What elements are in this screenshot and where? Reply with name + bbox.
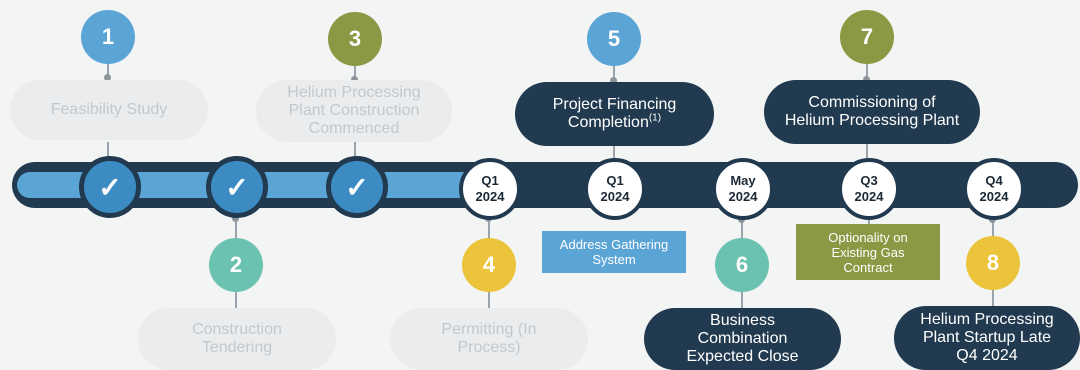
connector-line (613, 62, 615, 82)
date-node-8: Q4 2024 (963, 158, 1025, 220)
date-node-period: Q3 (860, 173, 878, 188)
date-node-period: Q1 (606, 173, 624, 188)
note-box-5: Address Gathering System (542, 231, 686, 273)
date-node-year: 2024 (854, 189, 884, 204)
step-number-8: 8 (966, 236, 1020, 290)
connector-dot (863, 76, 870, 83)
connector-line (613, 146, 615, 164)
date-node-period: Q4 (985, 173, 1003, 188)
connector-line (354, 142, 356, 164)
connector-dot (610, 77, 617, 84)
date-node-period: Q1 (481, 173, 499, 188)
date-node-period: May (730, 173, 756, 188)
milestone-label-7: Commissioning of Helium Processing Plant (764, 80, 980, 144)
milestone-label-3: Helium Processing Plant Construction Com… (256, 80, 452, 142)
footnote-marker: (1) (648, 112, 662, 124)
date-node-year: 2024 (728, 189, 758, 204)
date-node-6: May 2024 (712, 158, 774, 220)
check-icon: ✓ (79, 156, 141, 218)
connector-dot (351, 76, 358, 83)
step-number-7: 7 (840, 10, 894, 64)
milestone-label-6: Business Combination Expected Close (644, 308, 841, 370)
date-node-5: Q1 2024 (584, 158, 646, 220)
connector-line (741, 290, 743, 310)
connector-line (354, 62, 356, 80)
connector-line (866, 62, 868, 80)
connector-line (107, 62, 109, 78)
date-node-4: Q1 2024 (459, 158, 521, 220)
milestone-label-4: Permitting (In Process) (390, 308, 588, 370)
check-icon: ✓ (326, 156, 388, 218)
step-number-1: 1 (81, 10, 135, 64)
milestone-label-5-text: Project Financing Completion (552, 96, 677, 131)
date-node-7: Q3 2024 (838, 158, 900, 220)
connector-line (992, 288, 994, 308)
step-number-4: 4 (462, 238, 516, 292)
connector-dot (104, 74, 111, 81)
date-node-year: 2024 (600, 189, 630, 204)
connector-line (235, 206, 237, 238)
step-number-3: 3 (328, 12, 382, 66)
connector-line (107, 142, 109, 164)
date-node-year: 2024 (475, 189, 505, 204)
check-icon: ✓ (206, 156, 268, 218)
connector-line (235, 290, 237, 310)
date-node-year: 2024 (979, 189, 1009, 204)
milestone-label-2: Construction Tendering (138, 308, 336, 370)
connector-line (488, 206, 490, 238)
step-number-2: 2 (209, 238, 263, 292)
milestone-label-5: Project Financing Completion(1) (515, 82, 714, 146)
milestone-label-1: Feasibility Study (10, 80, 208, 140)
connector-line (866, 144, 868, 164)
step-number-5: 5 (587, 12, 641, 66)
milestone-label-8: Helium Processing Plant Startup Late Q4 … (894, 306, 1080, 370)
note-box-7: Optionality on Existing Gas Contract (796, 224, 940, 280)
connector-dot (232, 215, 239, 222)
step-number-6: 6 (715, 238, 769, 292)
connector-line (488, 290, 490, 310)
